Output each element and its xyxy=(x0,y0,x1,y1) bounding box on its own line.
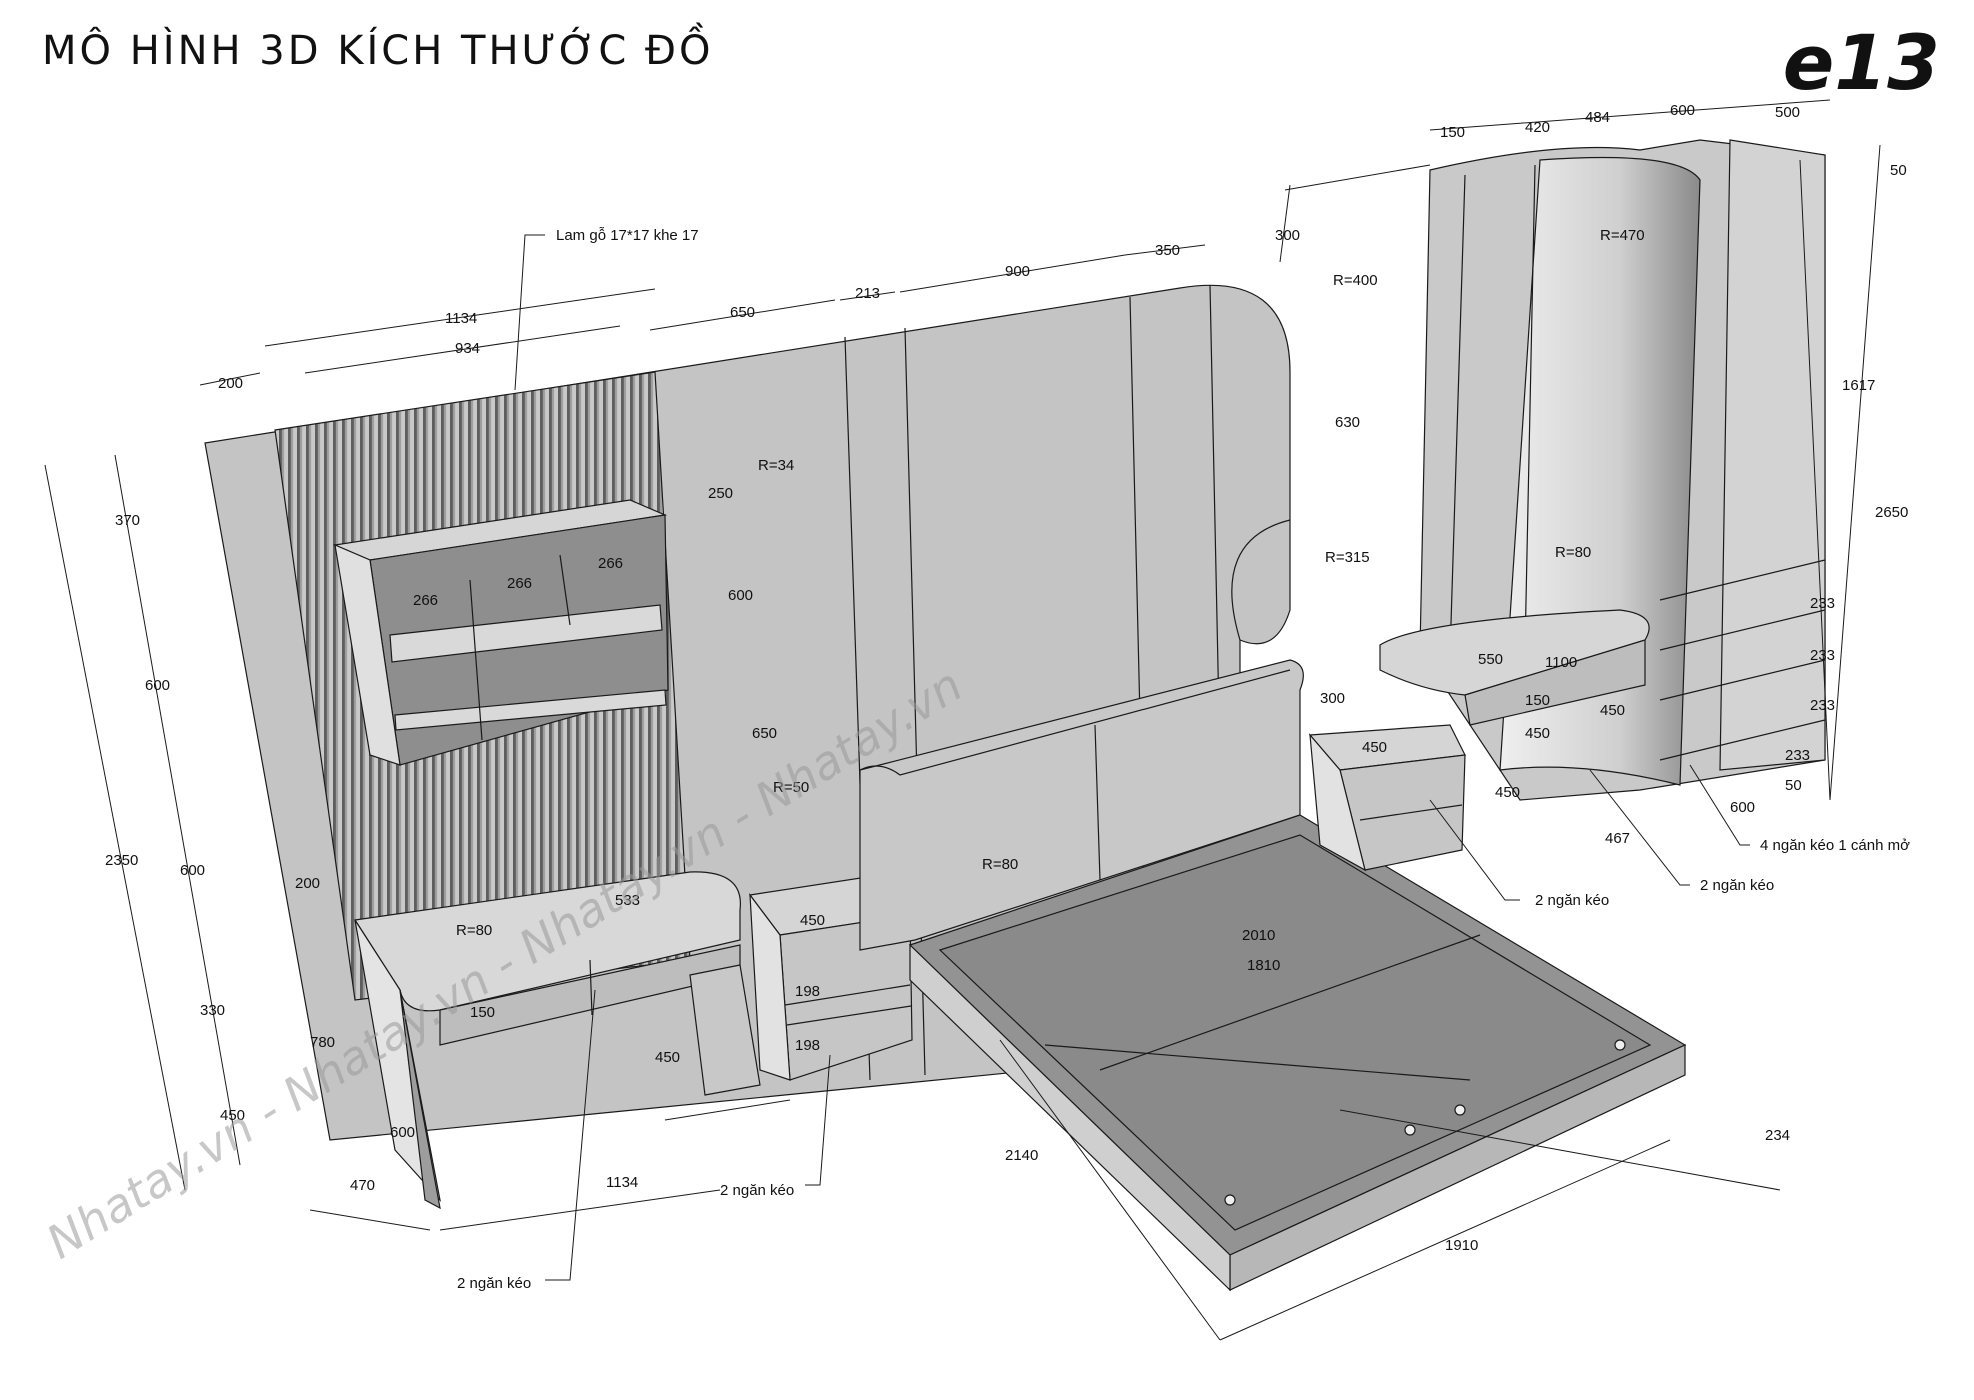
dim-600-bot: 600 xyxy=(1730,799,1755,816)
dim-370: 370 xyxy=(115,512,140,529)
dim-300-right: 300 xyxy=(1275,227,1300,244)
callout-rns-drawers: 2 ngăn kéo xyxy=(1535,892,1609,909)
dim-266-c: 266 xyxy=(598,555,623,572)
dim-vanity-1100: 1100 xyxy=(1545,654,1577,671)
wall-shelf xyxy=(332,499,669,766)
dim-ns-450: 450 xyxy=(800,912,825,929)
dim-600-a: 600 xyxy=(145,677,170,694)
dim-vanity-450-c: 450 xyxy=(1495,784,1520,801)
dim-bed-1910: 1910 xyxy=(1445,1237,1478,1254)
dim-233-c: 233 xyxy=(1810,697,1835,714)
dim-r80-vanity: R=80 xyxy=(1555,544,1591,561)
dim-ns-198-b: 198 xyxy=(795,1037,820,1054)
dim-650-top: 650 xyxy=(730,304,755,321)
dim-vanity-150: 150 xyxy=(1525,692,1550,709)
dim-r34: R=34 xyxy=(758,457,794,474)
dim-200-top: 200 xyxy=(218,375,243,392)
callout-lam: Lam gỗ 17*17 khe 17 xyxy=(556,227,699,244)
wardrobe-and-vanity xyxy=(1379,139,1826,801)
dim-2650: 2650 xyxy=(1875,504,1908,521)
dim-desk-1134: 1134 xyxy=(606,1174,638,1191)
dim-250: 250 xyxy=(708,485,733,502)
dim-900: 900 xyxy=(1005,263,1030,280)
dimension-lines xyxy=(44,99,1881,1341)
callout-labels: Lam gỗ 17*17 khe 17 2 ngăn kéo 2 ngăn ké… xyxy=(457,227,1910,1292)
dim-desk-533: 533 xyxy=(615,892,640,909)
dim-vanity-450-b: 450 xyxy=(1600,702,1625,719)
dim-500: 500 xyxy=(1775,104,1800,121)
dim-ns-198-a: 198 xyxy=(795,983,820,1000)
right-nightstand xyxy=(1308,724,1466,872)
dim-2350: 2350 xyxy=(105,852,138,869)
dim-desk-r80: R=80 xyxy=(456,922,492,939)
dim-330: 330 xyxy=(200,1002,225,1019)
dim-50-top: 50 xyxy=(1890,162,1907,179)
dim-desk-600: 600 xyxy=(390,1124,415,1141)
dim-350: 350 xyxy=(1155,242,1180,259)
dim-780: 780 xyxy=(310,1034,335,1051)
dim-50-bot: 50 xyxy=(1785,777,1802,794)
callout-wardrobe-drawers: 4 ngăn kéo 1 cánh mở xyxy=(1760,837,1910,854)
dim-266-a: 266 xyxy=(413,592,438,609)
dim-bed-r80: R=80 xyxy=(982,856,1018,873)
dim-630: 630 xyxy=(1335,414,1360,431)
dim-484: 484 xyxy=(1585,109,1610,126)
dim-1134-lam: 1134 xyxy=(445,310,477,327)
dim-600-b: 600 xyxy=(180,862,205,879)
dim-450-left: 450 xyxy=(220,1107,245,1124)
callout-ns-drawers: 2 ngăn kéo xyxy=(457,1275,531,1292)
dim-200-mid: 200 xyxy=(295,875,320,892)
dim-650-mid: 650 xyxy=(752,725,777,742)
callout-desk-drawers: 2 ngăn kéo xyxy=(720,1182,794,1199)
dim-desk-450: 450 xyxy=(655,1049,680,1066)
dim-600-top: 600 xyxy=(1670,102,1695,119)
dim-bed-234: 234 xyxy=(1765,1127,1790,1144)
dim-233-a: 233 xyxy=(1810,595,1835,612)
dim-bed-2140: 2140 xyxy=(1005,1147,1038,1164)
dim-vanity-550: 550 xyxy=(1478,651,1503,668)
dimension-labels: 200 1134 934 650 213 900 350 300 R=400 6… xyxy=(105,102,1908,1254)
dim-233-d: 233 xyxy=(1785,747,1810,764)
dim-420: 420 xyxy=(1525,119,1550,136)
dim-rns-300: 300 xyxy=(1320,690,1345,707)
dim-1617: 1617 xyxy=(1842,377,1875,394)
dim-bed-2010: 2010 xyxy=(1242,927,1275,944)
dim-r470: R=470 xyxy=(1600,227,1645,244)
page-title: MÔ HÌNH 3D KÍCH THƯỚC ĐỒ xyxy=(42,28,714,74)
dim-r50: R=50 xyxy=(773,779,809,796)
dim-600-shelf: 600 xyxy=(728,587,753,604)
dim-266-b: 266 xyxy=(507,575,532,592)
bed xyxy=(859,659,1687,1292)
dim-vanity-467: 467 xyxy=(1605,830,1630,847)
desk xyxy=(353,871,761,1210)
dim-150-top: 150 xyxy=(1440,124,1465,141)
dim-bed-1810: 1810 xyxy=(1247,957,1280,974)
dim-desk-150: 150 xyxy=(470,1004,495,1021)
left-nightstand xyxy=(748,874,913,1081)
dim-r400: R=400 xyxy=(1333,272,1378,289)
dim-vanity-450-a: 450 xyxy=(1525,725,1550,742)
dim-213: 213 xyxy=(855,285,880,302)
dim-desk-470: 470 xyxy=(350,1177,375,1194)
dim-rns-450: 450 xyxy=(1362,739,1387,756)
drawing-code: e13 xyxy=(1782,18,1940,107)
dim-934-lam: 934 xyxy=(455,340,480,357)
dim-233-b: 233 xyxy=(1810,647,1835,664)
callout-vanity-drawers: 2 ngăn kéo xyxy=(1700,877,1774,894)
callout-leaders xyxy=(514,234,1750,1281)
dim-r315: R=315 xyxy=(1325,549,1370,566)
